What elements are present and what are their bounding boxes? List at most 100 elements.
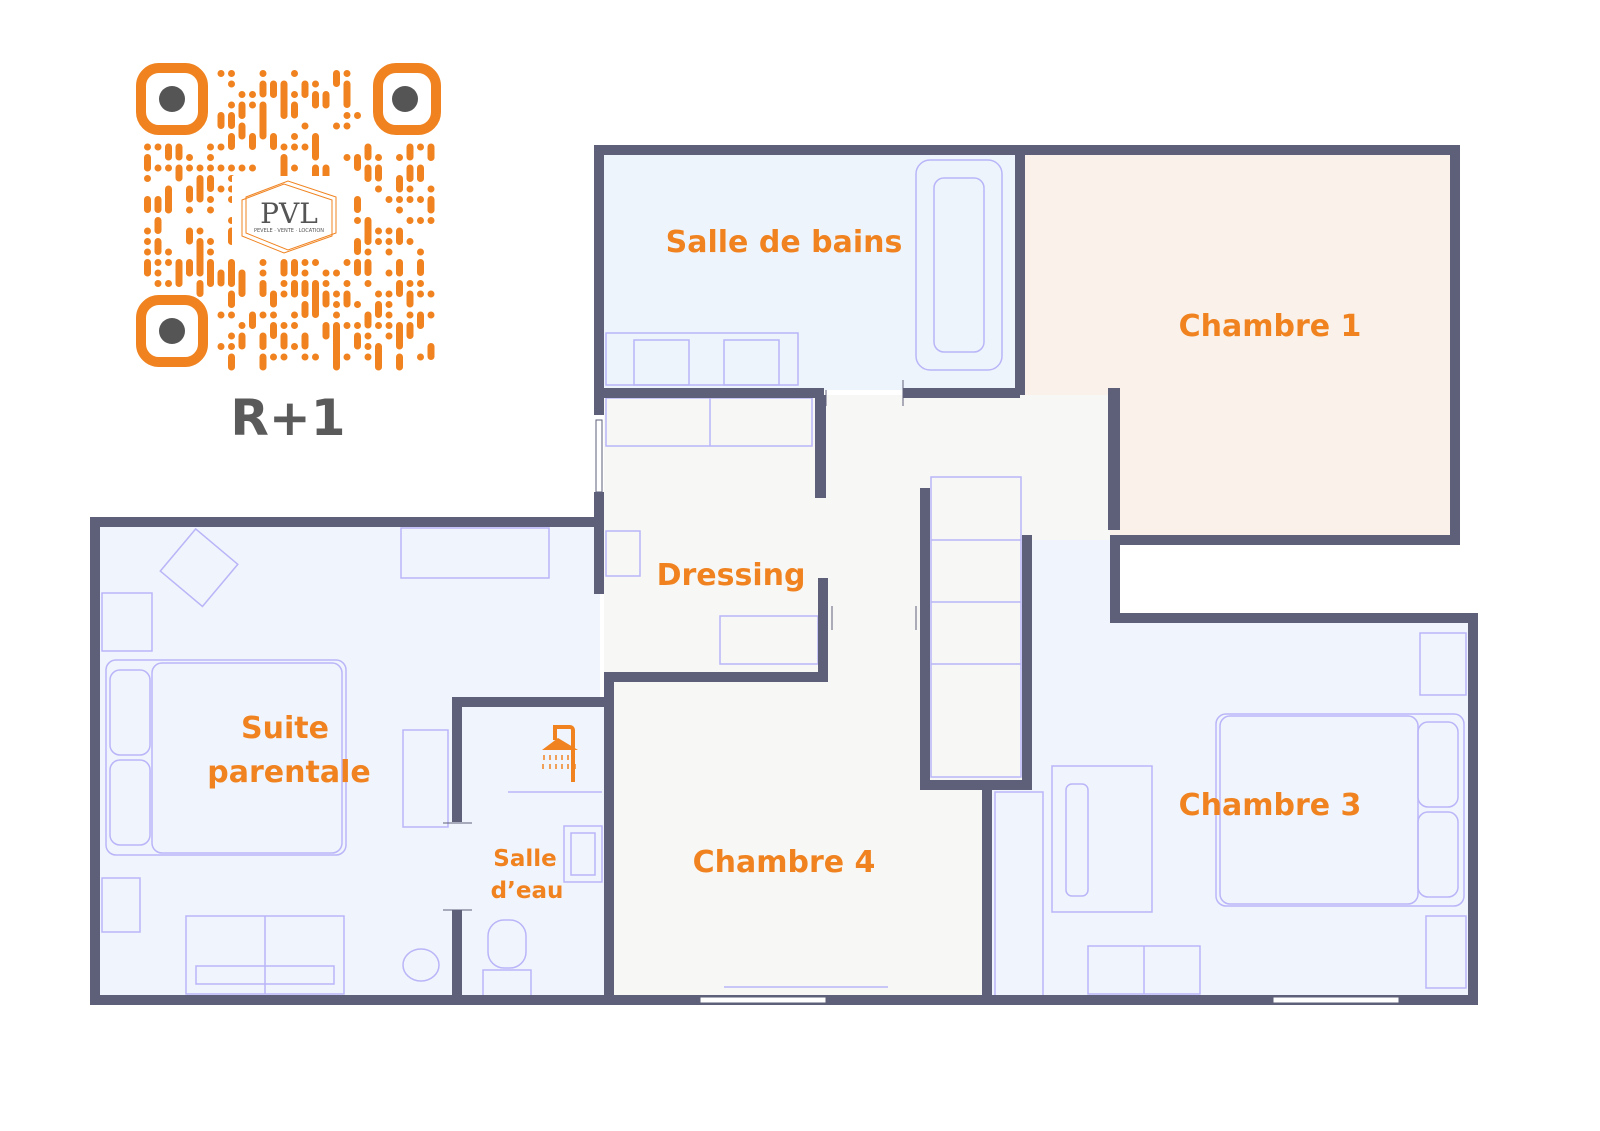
qr-module [364,280,372,287]
qr-module [301,280,309,297]
qr-module [259,311,267,319]
qr-module [375,353,382,371]
qr-module [175,143,183,161]
qr-module [333,311,340,319]
qr-module [238,322,246,329]
qr-module [154,143,162,151]
qr-module [301,269,309,277]
qr-module [322,269,330,277]
qr-module [385,290,393,298]
qr-module [364,143,372,161]
qr-module [144,238,151,245]
qr-module [154,269,162,277]
qr-module [322,290,330,308]
room-label-dressing: Dressing [657,558,806,593]
qr-module [354,301,361,308]
qr-module [228,280,235,287]
qr-module [291,70,298,77]
qr-module [406,185,414,193]
qr-module [417,143,424,151]
qr-module [291,143,298,151]
qr-module [343,280,351,287]
qr-module [301,301,309,318]
qr-module [301,353,309,361]
qr-module [396,238,403,245]
qr-module [165,164,172,172]
qr-module [238,332,246,350]
qr-module [417,175,424,182]
qr-module [396,280,403,297]
qr-module [259,343,267,350]
qr-module [259,80,267,98]
qr-module [249,164,256,172]
qr-module [207,143,214,151]
qr-module [259,269,267,277]
qr-module [343,353,351,361]
logo-tagline: PEVELE · VENTE · LOCATION [254,228,324,234]
qr-code: PVL PEVELE · VENTE · LOCATION [136,63,441,371]
qr-module [301,122,309,130]
qr-module [238,280,246,297]
qr-module [396,185,403,193]
qr-module [396,154,403,161]
qr-module [396,332,403,350]
qr-module [291,164,298,172]
qr-module [406,311,414,319]
qr-module [385,311,393,319]
qr-module [343,322,351,329]
qr-module [385,322,393,329]
qr-module [144,143,151,151]
qr-module [343,112,351,119]
qr-module [364,311,372,329]
room-label-shower-1: Salle [493,846,556,872]
qr-module [270,290,277,308]
bathroom-floor [604,155,1016,390]
qr-module [228,164,235,172]
qr-module [333,353,340,371]
qr-module [312,353,319,361]
qr-module [154,164,162,172]
qr-module [228,101,235,109]
qr-module [417,196,424,203]
qr-module [217,311,225,319]
qr-module [396,269,403,277]
qr-module [228,80,235,88]
room-label-suite-1: Suite [241,711,329,746]
qr-module [249,133,256,150]
qr-module [417,217,424,224]
qr-module [238,122,246,140]
qr-module [186,269,193,277]
qr-module [333,290,340,298]
qr-module [280,353,288,361]
qr-module [280,112,288,119]
windows-doors [443,380,1400,1004]
qr-module [186,206,193,214]
qr-module [375,290,382,298]
qr-module [165,280,172,287]
qr-module [427,290,435,298]
qr-module [375,154,382,161]
qr-module [228,133,235,150]
qr-module [259,280,267,297]
qr-module [354,322,361,329]
qr-module [385,301,393,308]
qr-module [291,290,298,298]
qr-module [322,332,330,340]
qr-module [144,248,151,256]
qr-module [186,154,193,161]
qr-module [312,80,319,88]
qr-module [354,112,361,119]
qr-module [354,217,361,224]
qr-module [154,259,162,266]
qr-module [427,154,435,161]
qr-module [291,311,298,319]
qr-module [217,70,225,77]
qr-module [364,175,372,182]
room-label-bedroom3: Chambre 3 [1179,788,1362,823]
qr-module [249,322,256,329]
qr-module [238,91,246,98]
floor-label: R+1 [230,389,345,447]
qr-module [291,322,298,329]
qr-module [217,269,225,287]
qr-module [207,206,214,214]
